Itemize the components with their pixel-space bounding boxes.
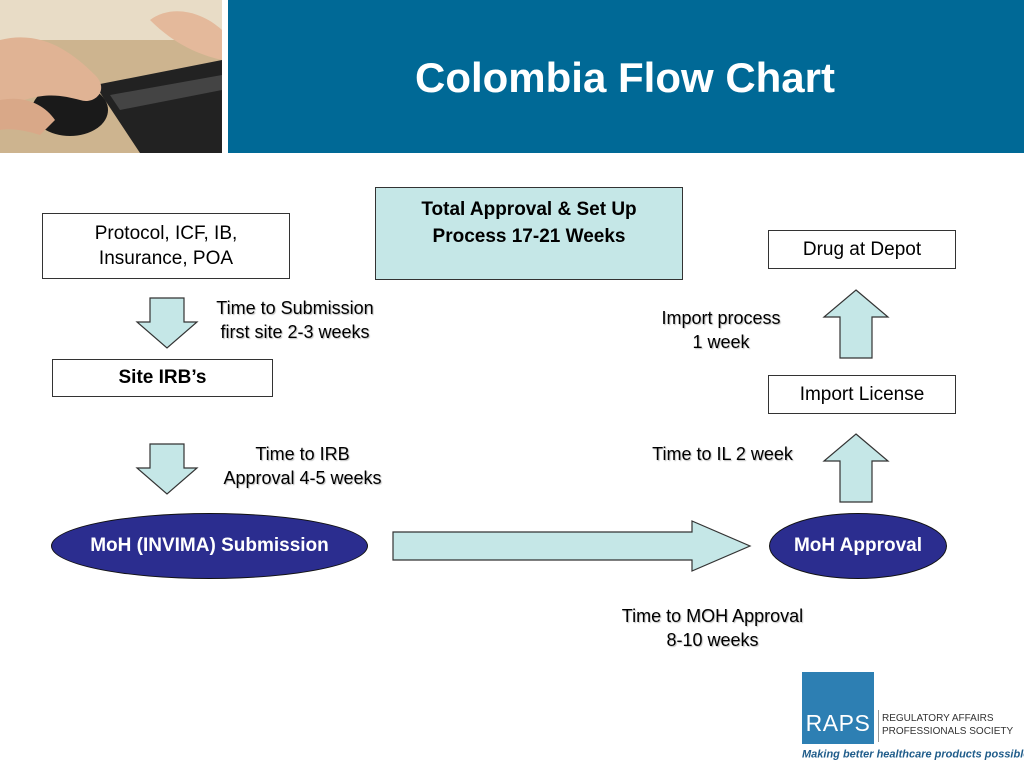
time-to-irb-label: Time to IRB Approval 4-5 weeks <box>223 444 382 488</box>
protocol-box: Protocol, ICF, IB, Insurance, POA <box>42 213 290 279</box>
raps-tagline-row: Making better healthcare products possib… <box>802 748 1024 761</box>
photo-divider <box>222 0 228 153</box>
up-arrow-icon <box>822 433 890 503</box>
raps-line1: REGULATORY AFFAIRS <box>882 713 994 724</box>
down-arrow-icon <box>135 297 199 349</box>
site-irb-text: Site IRB’s <box>118 367 207 388</box>
import-license-text: Import License <box>799 383 925 405</box>
total-approval-text: Total Approval & Set Up Process 17-21 We… <box>421 199 637 247</box>
down-arrow-icon <box>135 443 199 495</box>
site-irb-box: Site IRB’s <box>52 359 273 397</box>
raps-logo-square: RAPS <box>802 672 874 744</box>
hand-on-mouse-photo <box>0 0 222 153</box>
header-banner: Colombia Flow Chart <box>0 0 1024 153</box>
raps-logo: RAPS REGULATORY AFFAIRS PROFESSIONALS SO… <box>802 672 1024 768</box>
page-title: Colombia Flow Chart <box>415 54 835 101</box>
moh-approval-text: MoH Approval <box>793 535 923 556</box>
raps-acronym: RAPS <box>805 710 871 736</box>
time-to-moh-approval-label: Time to MOH Approval 8-10 weeks <box>621 606 804 650</box>
total-approval-box: Total Approval & Set Up Process 17-21 We… <box>375 187 683 280</box>
moh-approval-ellipse: MoH Approval <box>769 513 947 579</box>
import-process-label: Import process 1 week <box>661 308 781 352</box>
moh-submission-text: MoH (INVIMA) Submission <box>90 535 329 556</box>
raps-line2: PROFESSIONALS SOCIETY <box>882 726 1014 737</box>
import-license-box: Import License <box>768 375 956 414</box>
raps-tagline: Making better healthcare products possib… <box>802 748 1024 761</box>
raps-logo-divider <box>878 710 879 742</box>
protocol-box-text: Protocol, ICF, IB, Insurance, POA <box>94 223 238 269</box>
time-to-submission-label: Time to Submission first site 2-3 weeks <box>216 298 374 342</box>
drug-at-depot-text: Drug at Depot <box>802 238 922 260</box>
right-arrow-icon <box>392 520 752 572</box>
drug-at-depot-box: Drug at Depot <box>768 230 956 269</box>
moh-submission-ellipse: MoH (INVIMA) Submission <box>51 513 368 579</box>
time-to-il-label: Time to IL 2 week <box>652 444 793 464</box>
up-arrow-icon <box>822 289 890 359</box>
